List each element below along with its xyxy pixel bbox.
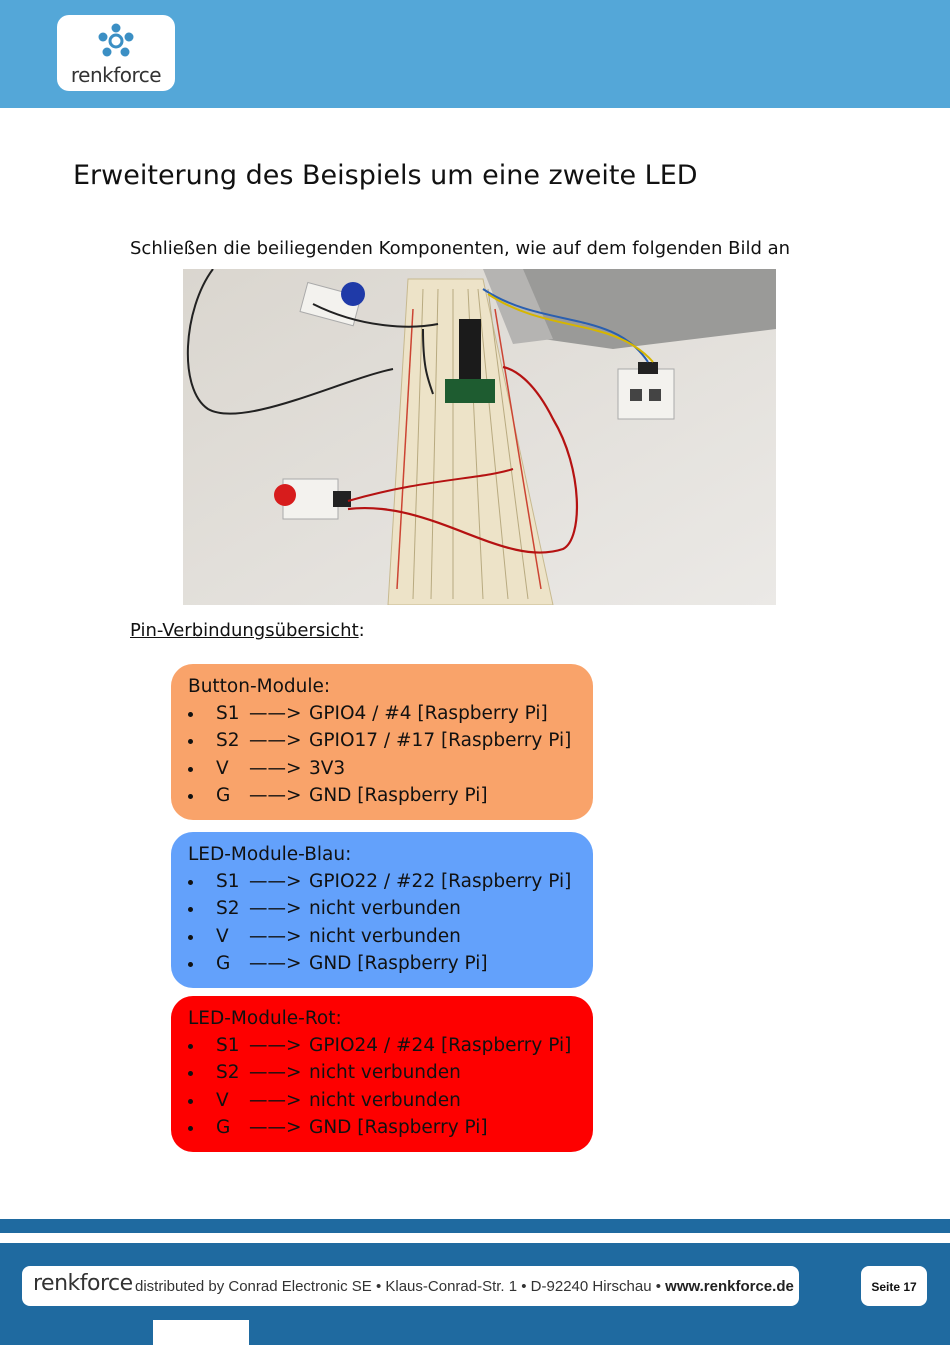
bullet-icon xyxy=(188,712,193,717)
footer-divider xyxy=(0,1219,950,1233)
bullet-icon xyxy=(188,793,193,799)
pin-row: G——>GND [Raspberry Pi] xyxy=(188,950,593,977)
footer-website-link[interactable]: www.renkforce.de xyxy=(665,1278,794,1295)
instruction-text: Schließen die beiliegenden Komponenten, … xyxy=(130,238,791,259)
pin-row: S1——>GPIO4 / #4 [Raspberry Pi] xyxy=(188,700,593,727)
led-module-red-box: LED-Module-Rot: S1——>GPIO24 / #24 [Raspb… xyxy=(171,996,593,1152)
bullet-icon xyxy=(188,739,193,745)
bullet-icon xyxy=(188,1071,193,1077)
footer-tab xyxy=(153,1320,249,1345)
module-title: LED-Module-Blau: xyxy=(188,844,352,865)
bullet-icon xyxy=(188,934,193,940)
page-number: Seite 17 xyxy=(861,1266,927,1306)
button-module-box: Button-Module: S1——>GPIO4 / #4 [Raspberr… xyxy=(171,664,593,820)
footer-brand: renkforce xyxy=(33,1271,133,1296)
bullet-icon xyxy=(188,1044,193,1049)
bullet-icon xyxy=(188,1098,193,1104)
led-module-blue-box: LED-Module-Blau: S1——>GPIO22 / #22 [Rasp… xyxy=(171,832,593,988)
footer-info-bar: renkforce distributed by Conrad Electron… xyxy=(22,1266,799,1306)
pin-row: V——>nicht verbunden xyxy=(188,1087,593,1114)
bullet-icon xyxy=(188,880,193,885)
pin-row: G——>GND [Raspberry Pi] xyxy=(188,782,593,809)
header-divider xyxy=(0,108,950,122)
footer-address: distributed by Conrad Electronic SE • Kl… xyxy=(135,1278,794,1295)
pin-row: S1——>GPIO24 / #24 [Raspberry Pi] xyxy=(188,1032,593,1059)
section-label: Pin-Verbindungsübersicht: xyxy=(130,620,365,641)
renkforce-logo-icon xyxy=(98,23,134,57)
pin-row: S2——>nicht verbunden xyxy=(188,1059,593,1086)
page-title: Erweiterung des Beispiels um eine zweite… xyxy=(73,160,698,191)
pin-row: S1——>GPIO22 / #22 [Raspberry Pi] xyxy=(188,868,593,895)
breadboard-photo xyxy=(183,269,776,605)
pin-row: V——>nicht verbunden xyxy=(188,923,593,950)
bullet-icon xyxy=(188,766,193,772)
brand-name: renkforce xyxy=(70,63,162,87)
pin-row: S2——>GPIO17 / #17 [Raspberry Pi] xyxy=(188,727,593,754)
pin-row: G——>GND [Raspberry Pi] xyxy=(188,1114,593,1141)
brand-logo: renkforce xyxy=(57,15,175,91)
bullet-icon xyxy=(188,961,193,967)
bullet-icon xyxy=(188,907,193,913)
pin-row: S2——>nicht verbunden xyxy=(188,895,593,922)
module-title: LED-Module-Rot: xyxy=(188,1008,342,1029)
module-title: Button-Module: xyxy=(188,676,331,697)
bullet-icon xyxy=(188,1125,193,1131)
pin-row: V——>3V3 xyxy=(188,755,593,782)
